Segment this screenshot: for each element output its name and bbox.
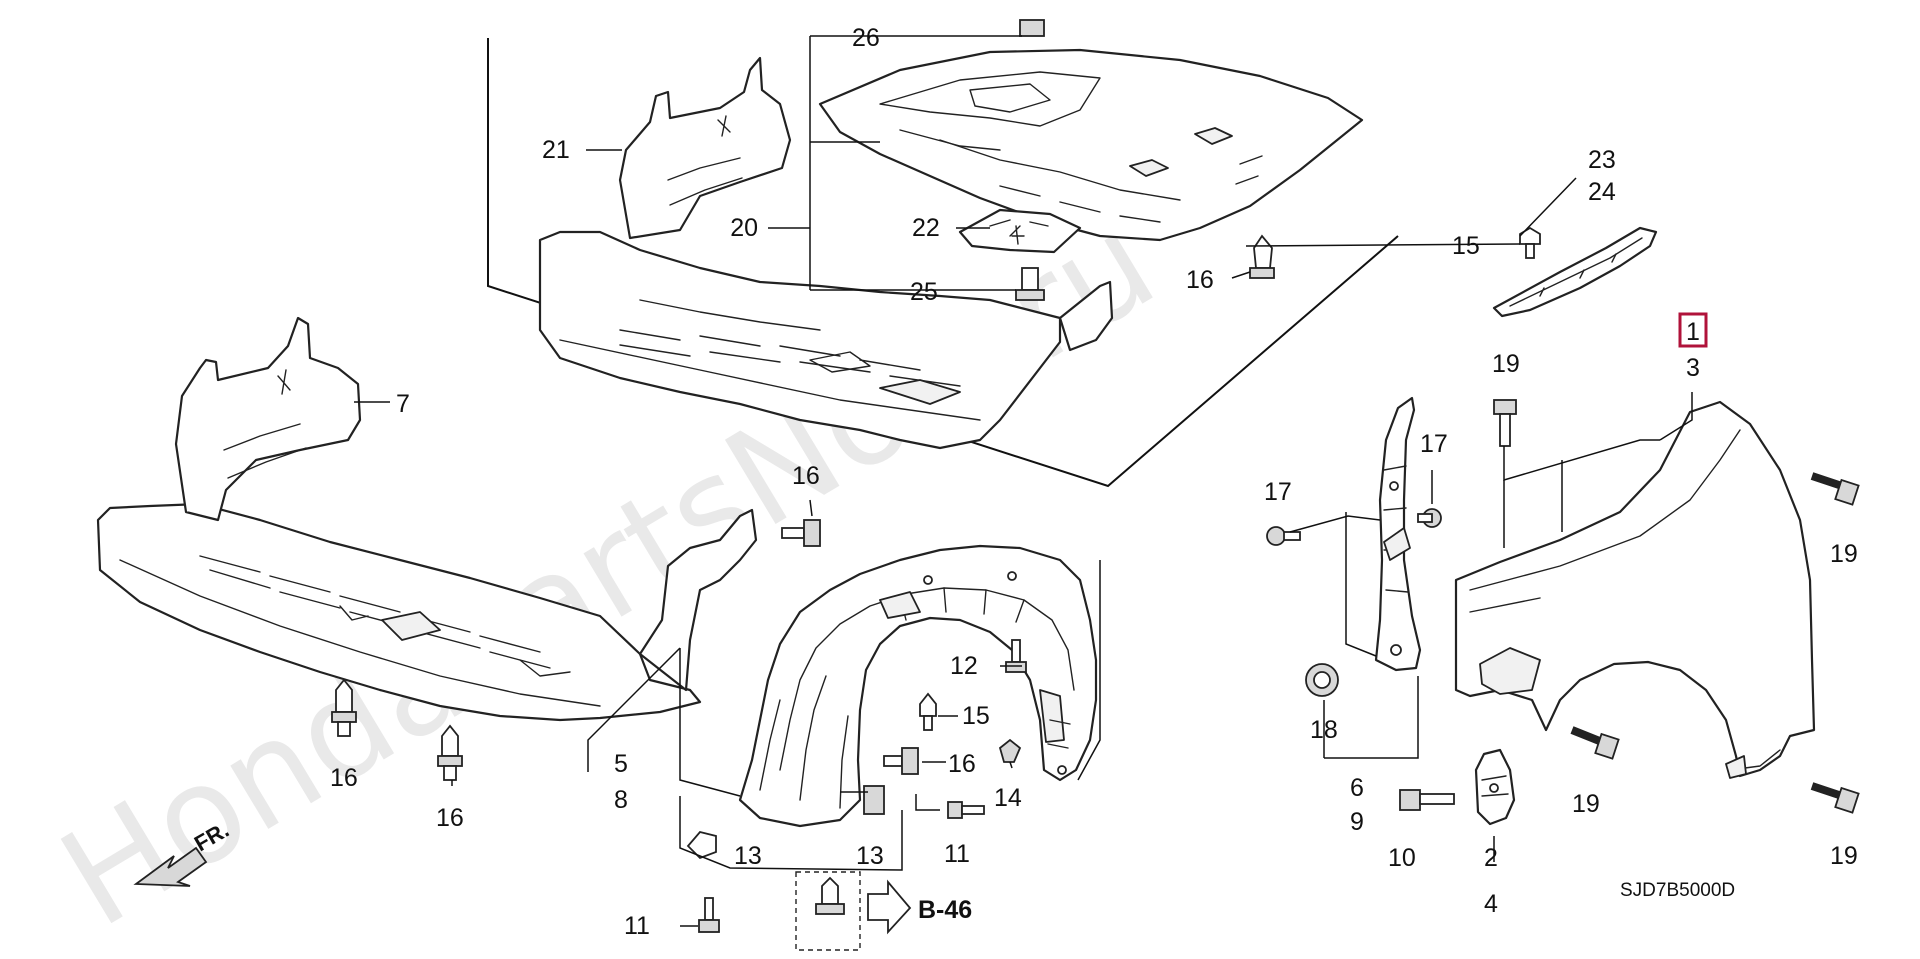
clip-b46 [815, 876, 845, 915]
callout-25: 25 [910, 278, 938, 306]
callout-26: 26 [852, 24, 880, 52]
nut-13-left [686, 830, 717, 860]
callout-5: 5 [614, 750, 628, 778]
screw-12 [1005, 639, 1027, 673]
callout-1: 1 [1686, 318, 1700, 346]
nut-26-top [1019, 19, 1045, 37]
callout-6: 6 [1350, 774, 1364, 802]
upper-splash-shield [538, 56, 1114, 450]
callout-3: 3 [1686, 354, 1700, 382]
callout-7: 7 [396, 390, 410, 418]
screw-11-right [947, 801, 985, 819]
callout-16-left-a: 16 [330, 764, 358, 792]
fender-liner [738, 544, 1098, 828]
callout-11-right: 11 [944, 840, 970, 868]
clip-14 [998, 738, 1022, 763]
rear-under-cover [818, 48, 1364, 242]
fender-bracket [1374, 396, 1422, 672]
callout-16-mid: 16 [792, 462, 820, 490]
bolt-25 [1015, 267, 1045, 301]
callout-17-right: 17 [1420, 430, 1448, 458]
side-seal-bracket [1492, 226, 1658, 318]
b46-dashed-box [795, 871, 861, 951]
engine-cover-plate [958, 208, 1082, 254]
callout-21: 21 [542, 136, 570, 164]
screw-11-bottom [698, 897, 720, 933]
clip-15-upper [1519, 226, 1541, 259]
callout-10: 10 [1388, 844, 1416, 872]
callout-16-liner: 16 [948, 750, 976, 778]
highlight-box-1 [1678, 312, 1708, 348]
callout-16-left-b: 16 [436, 804, 464, 832]
callout-13-left: 13 [734, 842, 762, 870]
clip-15-liner [919, 692, 937, 731]
front-arrow-icon [133, 846, 208, 887]
front-fender [1454, 400, 1816, 779]
callout-24: 24 [1588, 178, 1616, 206]
clip-17-right [1417, 508, 1442, 528]
callout-19-mid: 19 [1572, 790, 1600, 818]
clip-16-liner-top [781, 519, 821, 547]
b46-arrow [867, 879, 912, 935]
bolt-19-right-b [1810, 782, 1860, 814]
clip-16-left-b [437, 724, 463, 781]
fasteners [331, 19, 1860, 951]
callout-22: 22 [912, 214, 940, 242]
reference-b46[interactable]: B-46 [918, 896, 972, 924]
clip-16-left-a [331, 678, 357, 737]
callout-13-right: 13 [856, 842, 884, 870]
clip-17-left [1266, 526, 1301, 546]
leader-lines [354, 35, 1693, 927]
callout-16-upper: 16 [1186, 266, 1214, 294]
callout-19-right-b: 19 [1830, 842, 1858, 870]
callout-15-upper: 15 [1452, 232, 1480, 260]
callout-9: 9 [1350, 808, 1364, 836]
callout-11-bottom: 11 [624, 912, 650, 940]
callout-4: 4 [1484, 890, 1498, 918]
callout-19-top: 19 [1492, 350, 1520, 378]
clip-16-upper [1249, 234, 1275, 279]
callout-23: 23 [1588, 146, 1616, 174]
callout-2: 2 [1484, 844, 1498, 872]
callout-8: 8 [614, 786, 628, 814]
clip-16-liner-mid [883, 747, 919, 775]
callout-numbers: 26 21 20 22 25 16 23 24 15 1 3 19 17 17 … [330, 24, 1858, 940]
diagram-code: SJD7B5000D [1620, 880, 1735, 901]
bolt-10 [1399, 789, 1455, 811]
callout-14: 14 [994, 784, 1022, 812]
callout-20: 20 [730, 214, 758, 242]
callout-15-liner: 15 [962, 702, 990, 730]
callout-18: 18 [1310, 716, 1338, 744]
nut-13-right [863, 785, 885, 815]
bolt-19-mid [1570, 726, 1620, 760]
bolt-19-vertical [1493, 399, 1517, 447]
grommet-18 [1305, 663, 1339, 697]
callout-19-right-a: 19 [1830, 540, 1858, 568]
callout-17-left: 17 [1264, 478, 1292, 506]
fender-mount-bracket [1474, 748, 1516, 826]
front-splash-shield [96, 316, 758, 722]
bolt-19-right-a [1810, 472, 1860, 506]
callout-12: 12 [950, 652, 978, 680]
